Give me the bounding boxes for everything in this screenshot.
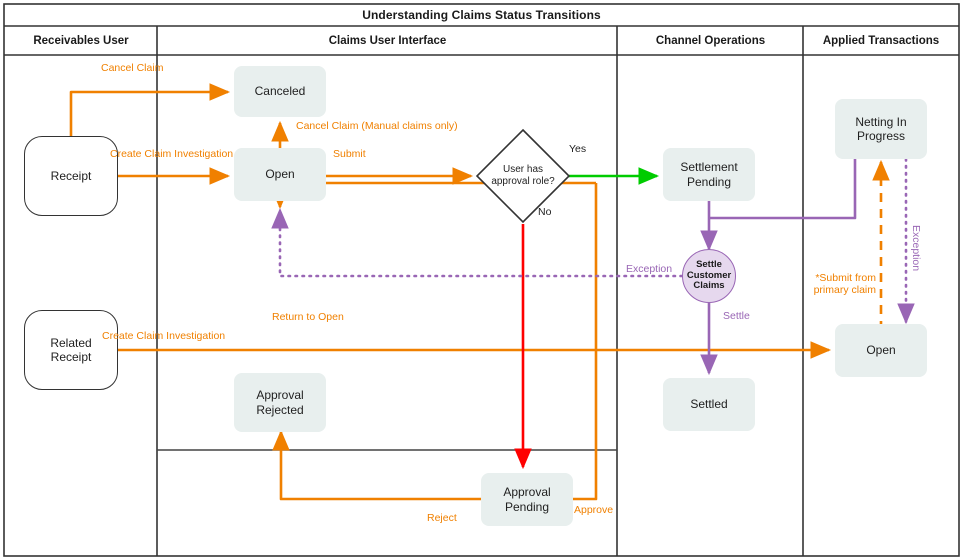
edge-exception-left [271, 207, 684, 278]
node-user-has-approval-role-shape[interactable] [475, 128, 571, 224]
edge-label-settle: Settle [723, 310, 750, 322]
edge-label-exception-right: Exception [910, 225, 922, 272]
edge-label-submit: Submit [333, 148, 366, 160]
node-open-applied[interactable]: Open [835, 324, 927, 377]
edge-label-cancel-claim: Cancel Claim [101, 62, 164, 74]
node-approval-pending[interactable]: Approval Pending [481, 473, 573, 526]
edge-reject [272, 429, 481, 501]
diagram-title: Understanding Claims Status Transitions [362, 8, 601, 22]
edge-label-create-claim-investigation-2: Create Claim Investigation [102, 330, 226, 342]
edge-cancel-claim [69, 83, 231, 136]
node-approval-rejected[interactable]: Approval Rejected [234, 373, 326, 432]
lane-header-receivables-user: Receivables User [33, 35, 129, 47]
edge-label-no: No [538, 206, 552, 218]
lane-header-claims-user-interface: Claims User Interface [328, 35, 447, 47]
edge-label-cancel-claim-manual: Cancel Claim (Manual claims only) [296, 120, 458, 132]
edge-label-exception-left: Exception [626, 263, 673, 275]
node-netting-in-progress[interactable]: Netting In Progress [835, 99, 927, 159]
edge-label-return-to-open: Return to Open [272, 311, 344, 323]
edge-label-submit-from-primary-claim: *Submit from primary claim [813, 272, 876, 297]
edge-label-create-claim-investigation-1: Create Claim Investigation [110, 148, 234, 160]
node-settled[interactable]: Settled [663, 378, 755, 431]
node-canceled[interactable]: Canceled [234, 66, 326, 117]
edge-label-approve: Approve [574, 504, 614, 516]
node-open-claims[interactable]: Open [234, 148, 326, 201]
node-related-receipt[interactable]: Related Receipt [24, 310, 118, 390]
lane-header-channel-operations: Channel Operations [655, 35, 766, 47]
edge-label-reject: Reject [427, 512, 457, 524]
node-settle-customer-claims[interactable]: Settle Customer Claims [682, 249, 736, 303]
lane-separators [156, 26, 804, 556]
edge-netting-to-settle [709, 159, 857, 220]
edge-label-yes: Yes [569, 143, 587, 155]
diagram-frame [3, 3, 960, 557]
node-settlement-pending[interactable]: Settlement Pending [663, 148, 755, 201]
node-receipt[interactable]: Receipt [24, 136, 118, 216]
node-user-has-approval-role[interactable]: User has approval role? [491, 164, 555, 187]
purple-connectors [271, 157, 915, 376]
lane-header-applied-transactions: Applied Transactions [822, 35, 940, 47]
edge-approve [573, 183, 598, 501]
